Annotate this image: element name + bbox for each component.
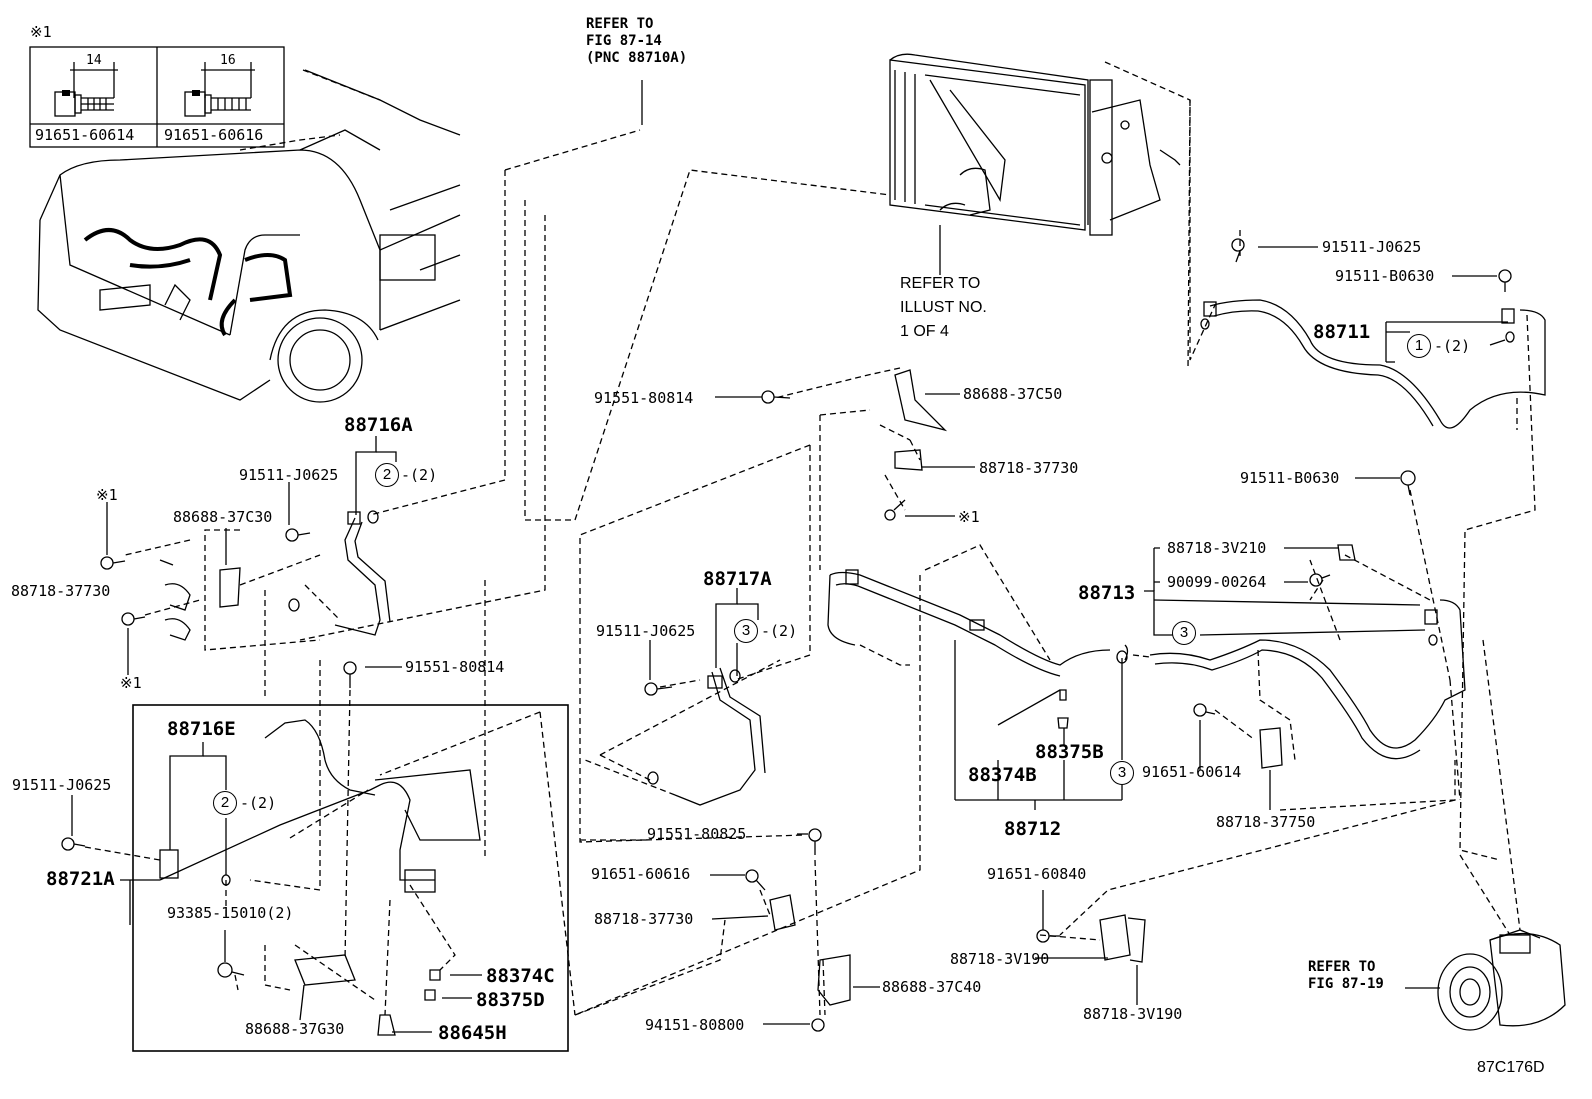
note-mark: ※1	[120, 674, 142, 692]
callout-quantity: -(2)	[401, 466, 438, 484]
part-88717A[interactable]: 88717A	[703, 568, 772, 590]
o-rings	[221, 318, 1515, 886]
reference-fig-87-19[interactable]: REFER TO FIG 87-19	[1308, 959, 1384, 992]
part-88718-37730[interactable]: 88718-37730	[11, 582, 111, 600]
callout-quantity: -(2)	[761, 622, 798, 640]
part-90099-00264[interactable]: 90099-00264	[1167, 573, 1267, 591]
callout-quantity: -(2)	[240, 794, 277, 812]
leader-lines	[71, 80, 1508, 1033]
part-88688-37C30[interactable]: 88688-37C30	[173, 508, 273, 526]
pipe-88713	[1149, 599, 1466, 760]
part-91651-60614[interactable]: 91651-60614	[1142, 763, 1242, 781]
note-mark: ※1	[958, 508, 980, 526]
callout-quantity: -(2)	[1434, 337, 1471, 355]
part-93385-15010[interactable]: 93385-15010(2)	[167, 904, 294, 922]
part-88718-3V190[interactable]: 88718-3V190	[1083, 1005, 1183, 1023]
bolt-dimension-1: 14	[86, 53, 102, 68]
part-91511-J0625[interactable]: 91511-J0625	[239, 466, 339, 484]
part-88721A[interactable]: 88721A	[46, 868, 115, 890]
part-91551-80814[interactable]: 91551-80814	[405, 658, 505, 676]
pipe-88711	[1203, 299, 1546, 429]
callout-1[interactable]: 1	[1407, 334, 1431, 358]
part-88688-37C40[interactable]: 88688-37C40	[882, 978, 982, 996]
part-91551-80814[interactable]: 91551-80814	[594, 389, 694, 407]
part-88645H[interactable]: 88645H	[438, 1022, 507, 1044]
compressor-illustration	[1437, 929, 1566, 1031]
part-91511-J0625[interactable]: 91511-J0625	[1322, 238, 1422, 256]
part-91511-B0630[interactable]: 91511-B0630	[1335, 267, 1435, 285]
part-88718-37730[interactable]: 88718-37730	[979, 459, 1079, 477]
callout-3[interactable]: 3	[734, 619, 758, 643]
note-mark: ※1	[96, 486, 118, 504]
note-mark: ※1	[30, 23, 52, 41]
pipe-88716A	[334, 511, 391, 636]
part-88718-37730[interactable]: 88718-37730	[594, 910, 694, 928]
part-88688-37C50[interactable]: 88688-37C50	[963, 385, 1063, 403]
part-88375D[interactable]: 88375D	[476, 989, 545, 1011]
part-94151-80800[interactable]: 94151-80800	[645, 1016, 745, 1034]
callout-3[interactable]: 3	[1110, 761, 1134, 785]
part-91651-60616[interactable]: 91651-60616	[591, 865, 691, 883]
inset-frame	[132, 704, 569, 1052]
part-88716E[interactable]: 88716E	[167, 718, 236, 740]
pipe-88712	[827, 569, 1111, 677]
bolt-part-number-1[interactable]: 91651-60614	[35, 126, 135, 144]
part-88713[interactable]: 88713	[1078, 582, 1136, 604]
part-88711[interactable]: 88711	[1313, 321, 1371, 343]
part-88688-37G30[interactable]: 88688-37G30	[245, 1020, 345, 1038]
bolt-part-number-2[interactable]: 91651-60616	[164, 126, 264, 144]
bolt-dimension-2: 16	[220, 53, 236, 68]
part-91511-B0630[interactable]: 91511-B0630	[1240, 469, 1340, 487]
part-91511-J0625[interactable]: 91511-J0625	[12, 776, 112, 794]
truck-cab-illustration	[37, 69, 461, 403]
part-88718-3V190[interactable]: 88718-3V190	[950, 950, 1050, 968]
callout-3[interactable]: 3	[1172, 621, 1196, 645]
pipe-88716E	[159, 719, 481, 893]
reference-illust-1-of-4[interactable]: REFER TO ILLUST NO. 1 OF 4	[900, 275, 987, 340]
callout-2[interactable]: 2	[375, 463, 399, 487]
part-88374B[interactable]: 88374B	[968, 764, 1037, 786]
flange-bolt-icon	[54, 91, 114, 117]
part-91551-80825[interactable]: 91551-80825	[647, 825, 747, 843]
condenser-illustration	[889, 53, 1181, 236]
callout-2[interactable]: 2	[213, 791, 237, 815]
part-88712[interactable]: 88712	[1004, 818, 1062, 840]
part-88718-37750[interactable]: 88718-37750	[1216, 813, 1316, 831]
flange-bolt-icon	[184, 91, 251, 117]
figure-code: 87C176D	[1477, 1059, 1545, 1076]
part-91511-J0625[interactable]: 91511-J0625	[596, 622, 696, 640]
part-88716A[interactable]: 88716A	[344, 414, 413, 436]
part-88375B[interactable]: 88375B	[1035, 741, 1104, 763]
pipe-88717A	[674, 667, 766, 806]
part-88374C[interactable]: 88374C	[486, 965, 555, 987]
part-88718-3V210[interactable]: 88718-3V210	[1167, 539, 1267, 557]
reference-fig-87-14[interactable]: REFER TO FIG 87-14 (PNC 88710A)	[586, 16, 688, 66]
dashed-guide-lines	[84, 61, 1536, 1016]
part-91651-60840[interactable]: 91651-60840	[987, 865, 1087, 883]
brackets	[164, 369, 1283, 1006]
